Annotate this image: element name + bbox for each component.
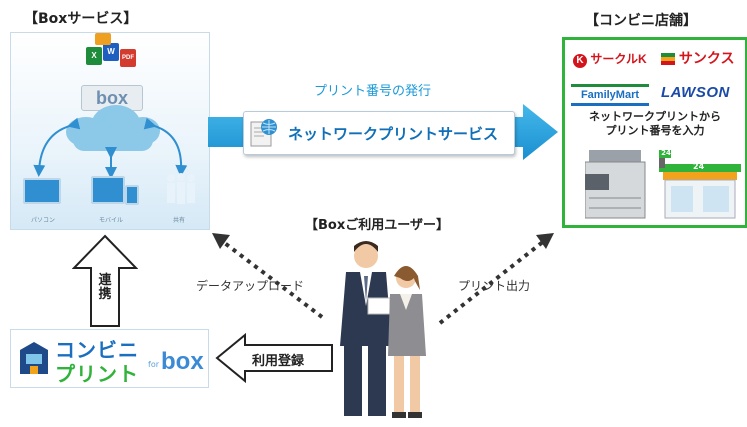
- link-label: 連携: [98, 273, 112, 302]
- conveni-print-logo: コンビニ プリント for box: [10, 329, 209, 388]
- store-sign-text: 24: [661, 149, 671, 157]
- users-heading: 【Boxご利用ユーザー】: [305, 218, 449, 233]
- pdf-icon: PDF: [120, 49, 136, 67]
- excel-icon: X: [86, 47, 102, 65]
- circlek-logo: K サークルK: [573, 50, 647, 68]
- shared-label: 共有: [173, 217, 186, 224]
- store-instruction-line1: ネットワークプリントから: [589, 110, 721, 123]
- pc-label: パソコン: [31, 217, 56, 224]
- circlek-name: サークルK: [590, 52, 647, 66]
- store-mascot-icon: [20, 342, 48, 374]
- phone-icon: [125, 185, 139, 205]
- copier-icon: [585, 150, 646, 219]
- music-icon: [95, 33, 111, 45]
- people-icon: [167, 173, 195, 204]
- box-service-panel: X W PDF box パソコン モバイル 共有: [10, 32, 210, 230]
- store-instruction-line2: プリント番号を入力: [605, 124, 705, 137]
- sunkus-name: サンクス: [678, 50, 735, 66]
- network-print-banner: ネットワークプリントサービス: [243, 111, 515, 155]
- store-banner-text: 24: [693, 162, 705, 171]
- cp-for: for: [148, 360, 159, 369]
- word-icon: W: [103, 43, 119, 61]
- pc-icon: [23, 178, 61, 204]
- circlek-mark: K: [573, 54, 587, 68]
- cp-box: box: [161, 348, 204, 375]
- box-service-heading: 【Boxサービス】: [24, 11, 138, 27]
- sunkus-logo: サンクス: [661, 48, 734, 68]
- print-output-label: プリント出力: [458, 279, 531, 293]
- upload-label: データアップロード: [196, 279, 305, 293]
- cp-line1: コンビニ: [55, 338, 139, 362]
- network-print-text: ネットワークプリントサービス: [288, 125, 499, 143]
- store-instruction: ネットワークプリントから プリント番号を入力: [565, 110, 745, 138]
- issue-label: プリント番号の発行: [314, 84, 432, 99]
- register-label: 利用登録: [252, 354, 305, 369]
- familymart-logo: FamilyMart: [571, 84, 649, 106]
- register-arrow: [215, 333, 333, 383]
- store-panel: K サークルK サンクス FamilyMart LAWSON ネットワークプリン…: [562, 37, 747, 228]
- network-print-icon: [250, 119, 277, 147]
- business-users-icon: [340, 241, 426, 418]
- store-building-icon: [659, 150, 741, 219]
- sunkus-mark: [661, 53, 675, 66]
- dotted-arrows: [212, 233, 554, 325]
- lawson-logo: LAWSON: [661, 84, 730, 101]
- link-arrow: [72, 234, 138, 327]
- mobile-icon: [91, 176, 125, 204]
- mobile-label: モバイル: [99, 217, 124, 224]
- sync-arrows: [33, 117, 188, 179]
- box-logo-text: box: [95, 88, 128, 108]
- cp-line2: プリント: [55, 362, 139, 386]
- store-heading: 【コンビニ店舗】: [585, 13, 697, 29]
